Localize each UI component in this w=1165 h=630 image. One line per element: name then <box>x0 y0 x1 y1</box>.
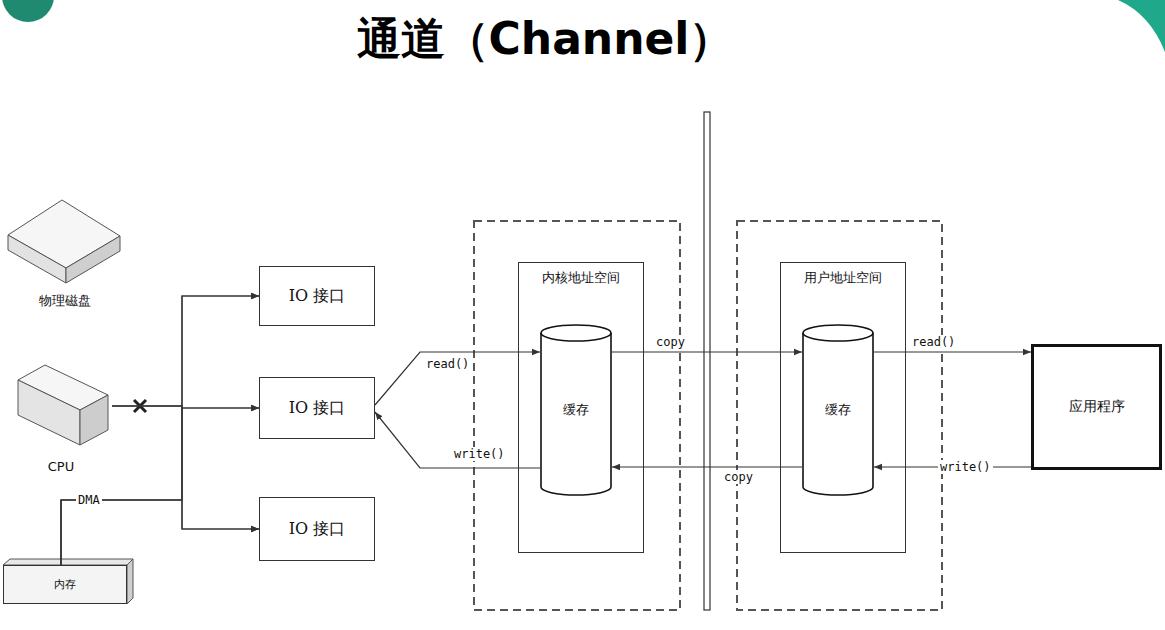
connector-arrow <box>375 412 540 468</box>
diagram-title: 通道（Channel） <box>300 10 790 69</box>
cylinder-rim <box>803 333 873 341</box>
edge-label: copy <box>654 335 687 349</box>
cpu-icon <box>18 365 108 445</box>
connector-arrow <box>612 351 802 352</box>
node-label: 缓存 <box>563 401 589 419</box>
node-label: IO 接口 <box>289 398 346 419</box>
address-space-box: 内核地址空间缓存 <box>518 262 644 553</box>
connector-arrow <box>612 466 802 467</box>
edge-label: write() <box>938 460 993 474</box>
corner-decoration <box>1118 0 1165 52</box>
node-label: 内核地址空间 <box>519 269 643 287</box>
buffer-cylinder: 缓存 <box>540 325 612 495</box>
connector-arrow <box>61 408 259 565</box>
connector-arrow <box>112 406 259 529</box>
io-box: IO 接口 <box>259 377 375 439</box>
cylinder-body <box>541 325 611 495</box>
node-label: 缓存 <box>825 401 851 419</box>
connector-layer <box>61 296 1031 565</box>
disk-icon <box>8 200 120 283</box>
io-box: IO 接口 <box>259 266 375 326</box>
edge-label: copy <box>722 470 755 484</box>
cpu-node: CPU <box>10 362 112 474</box>
disk-right <box>66 236 120 283</box>
cylinder-rim <box>541 333 611 341</box>
node-label: IO 接口 <box>289 286 346 307</box>
node-label: 内存 <box>54 577 76 592</box>
edge-label: read() <box>424 357 471 371</box>
io-box: IO 接口 <box>259 497 375 561</box>
memory-box: 内存 <box>3 565 127 604</box>
logo-circle <box>2 0 54 22</box>
node-label: IO 接口 <box>289 519 346 540</box>
disk-left <box>8 235 66 283</box>
edge-label: write() <box>452 447 507 461</box>
space-separator <box>704 112 710 610</box>
disk-node: 物理磁盘 <box>6 198 124 310</box>
connector-arrow <box>112 296 259 406</box>
node-label: 应用程序 <box>1069 398 1125 416</box>
node-label: 物理磁盘 <box>37 292 93 310</box>
memory-3d <box>3 559 133 604</box>
kernel-region <box>474 221 680 610</box>
edge-label: DMA <box>76 493 102 507</box>
edge-label: read() <box>910 335 957 349</box>
application-box: 应用程序 <box>1031 344 1162 470</box>
cpu-left <box>18 380 80 445</box>
connector-arrow <box>61 500 259 565</box>
connector-arrow <box>874 351 1031 352</box>
node-label: 用户地址空间 <box>781 269 905 287</box>
connector-arrow <box>375 352 540 405</box>
memory-side <box>127 559 133 604</box>
user-region <box>737 221 942 610</box>
buffer-cylinder: 缓存 <box>802 325 874 495</box>
node-label: CPU <box>46 459 76 474</box>
cpu-right <box>80 395 108 445</box>
address-space-box: 用户地址空间缓存 <box>780 262 906 553</box>
cylinder-body <box>803 325 873 495</box>
connector-arrow <box>61 296 259 565</box>
